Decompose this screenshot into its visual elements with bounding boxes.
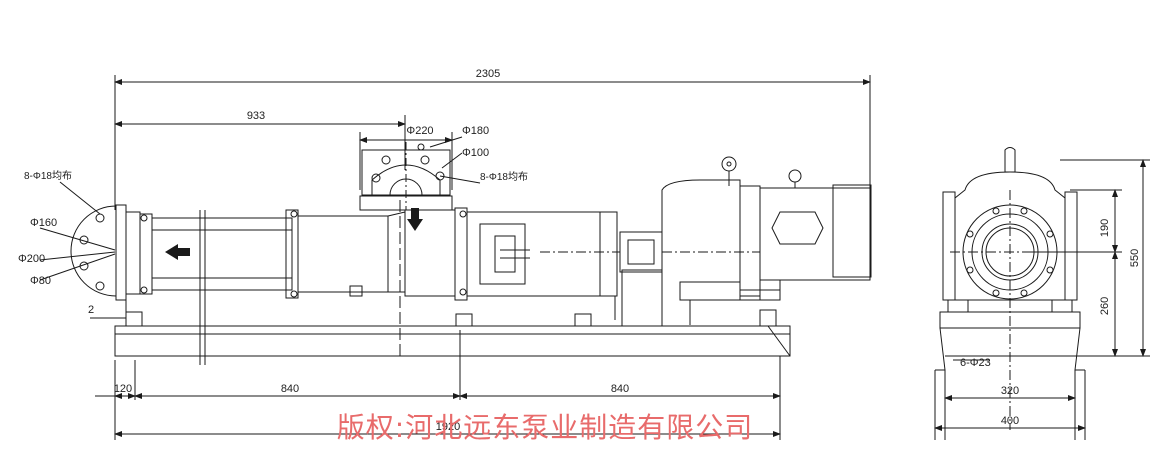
dim-text-phi180: Φ180: [462, 125, 489, 137]
dim-text-base-total: 1920: [436, 421, 460, 433]
pump-stator: [140, 210, 405, 365]
dim-text-base-left: 120: [114, 383, 132, 395]
dim-text-side-inner: 320: [1001, 385, 1019, 397]
suction-chamber: [405, 208, 620, 320]
dim-text-phi160: Φ160: [30, 217, 57, 229]
inlet-flange: [359, 132, 480, 210]
motor: [740, 170, 871, 300]
dim-text-phi200: Φ200: [18, 253, 45, 265]
dim-text-gap: 2: [88, 304, 94, 316]
dim-overall-length: [114, 75, 871, 210]
dim-text-inlet-offset: 933: [247, 110, 265, 122]
dim-text-span-1: 840: [281, 383, 299, 395]
dim-text-phi80: Φ80: [30, 275, 51, 287]
dim-base: [95, 330, 781, 440]
dim-text-outlet-bolts: 8-Φ18均布: [24, 170, 72, 182]
copyright-text: 版权:河北远东泵业制造有限公司: [337, 411, 753, 444]
dim-text-side-lower: 260: [1099, 297, 1111, 315]
dim-text-side-total: 550: [1129, 249, 1141, 267]
dim-text-side-bolts: 6-Φ23: [960, 357, 991, 369]
base-frame: [115, 200, 790, 356]
arrow-left-icon: [165, 244, 190, 260]
dim-text-overall: 2305: [476, 68, 500, 80]
arrow-down-icon: [407, 208, 423, 231]
side-view: [934, 148, 1150, 441]
dim-text-phi220: Φ220: [406, 125, 433, 137]
dim-text-side-outer: 400: [1001, 415, 1019, 427]
dim-text-phi100: Φ100: [462, 147, 489, 159]
outlet-flange: [40, 182, 140, 322]
dim-text-span-2: 840: [611, 383, 629, 395]
dim-text-inlet-bolts: 8-Φ18均布: [480, 171, 528, 183]
dim-text-side-upper: 190: [1099, 219, 1111, 237]
